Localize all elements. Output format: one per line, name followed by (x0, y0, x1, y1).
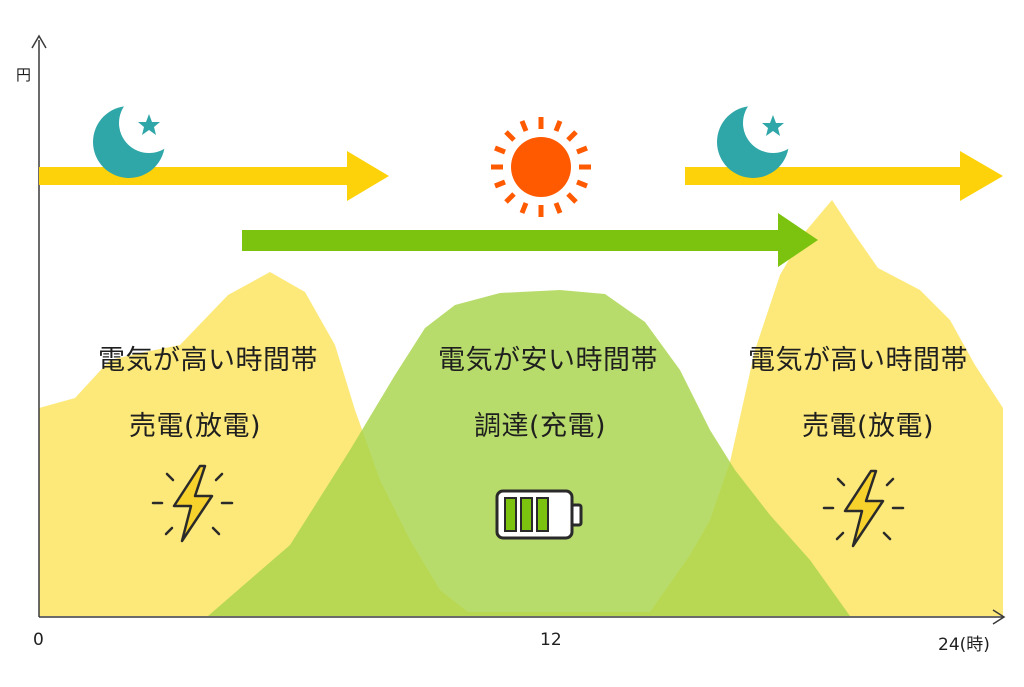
solar-generation-area (208, 290, 850, 616)
center-zone-action: 調達(充電) (473, 411, 607, 442)
battery-icon (495, 489, 583, 540)
moon-star-icon (93, 93, 179, 178)
daytime-arrow (242, 213, 818, 267)
sun-icon (491, 117, 591, 217)
left-zone-action: 売電(放電) (128, 411, 262, 442)
night-arrow-left (39, 151, 389, 201)
left-zone-title: 電気が高い時間帯 (98, 345, 318, 376)
x-tick-start: 0 (33, 630, 44, 650)
lightning-icon (822, 469, 905, 548)
center-zone-title: 電気が安い時間帯 (438, 345, 658, 376)
lightning-icon (151, 464, 234, 543)
x-tick-mid: 12 (540, 630, 562, 650)
y-axis-unit-label: 円 (16, 66, 32, 84)
right-zone-action: 売電(放電) (801, 411, 935, 442)
y-axis-arrowhead (31, 34, 47, 49)
x-axis-arrowhead (992, 609, 1006, 625)
right-zone-title: 電気が高い時間帯 (748, 345, 968, 376)
x-tick-end: 24(時) (938, 635, 990, 655)
moon-star-icon (717, 93, 803, 178)
